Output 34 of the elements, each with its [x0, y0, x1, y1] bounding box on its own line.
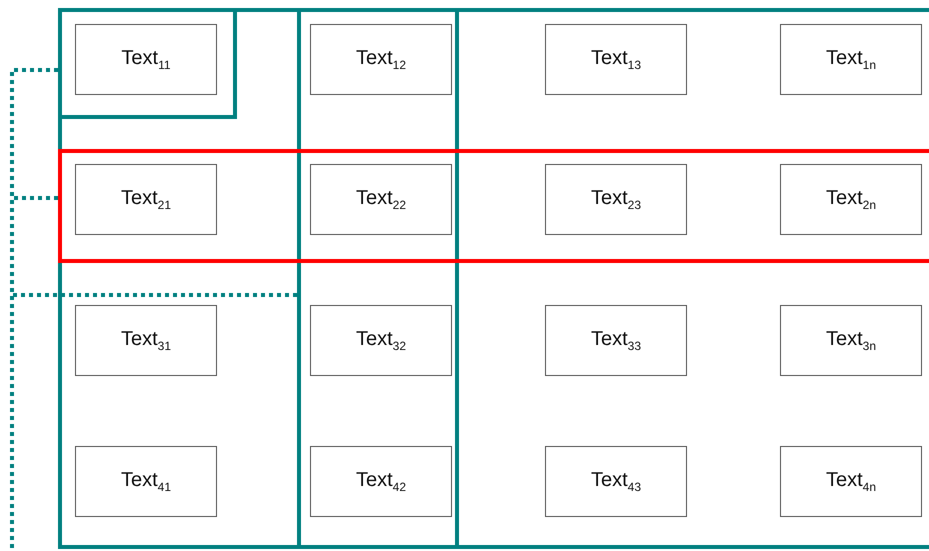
process-box — [75, 164, 217, 235]
box-label: Text$_{13}$ — [590, 47, 642, 72]
process-box — [310, 446, 452, 517]
process-box — [75, 446, 217, 517]
process-box — [780, 24, 922, 95]
process-box — [780, 305, 922, 376]
outer-frame — [58, 8, 929, 549]
process-box — [310, 164, 452, 235]
box-label: Text$_{21}$ — [120, 187, 172, 212]
box-label: Text$_{22}$ — [356, 187, 406, 212]
process-box — [75, 305, 217, 376]
box-label: Text$_{43}$ — [590, 469, 642, 494]
row-frame — [58, 149, 929, 263]
process-box — [75, 24, 217, 95]
box-label: Text$_{23}$ — [590, 187, 642, 212]
box-label: Text$_{3n}$ — [826, 328, 876, 353]
process-box — [780, 446, 922, 517]
box-label: Text$_{32}$ — [356, 328, 406, 353]
box-label: Text$_{41}$ — [120, 469, 172, 494]
box-label: Text$_{33}$ — [590, 328, 642, 353]
process-box — [780, 164, 922, 235]
box-label: Text$_{4n}$ — [826, 469, 876, 494]
box-label: Text$_{11}$ — [121, 47, 171, 72]
process-box — [545, 305, 687, 376]
process-box — [310, 24, 452, 95]
process-box — [545, 24, 687, 95]
box-label: Text$_{2n}$ — [826, 187, 876, 212]
box-label: Text$_{1n}$ — [826, 47, 876, 72]
process-box — [545, 446, 687, 517]
process-box — [545, 164, 687, 235]
box-label: Text$_{31}$ — [120, 328, 172, 353]
box-label: Text$_{12}$ — [356, 47, 406, 72]
box-label: Text$_{42}$ — [356, 469, 406, 494]
process-box — [310, 305, 452, 376]
